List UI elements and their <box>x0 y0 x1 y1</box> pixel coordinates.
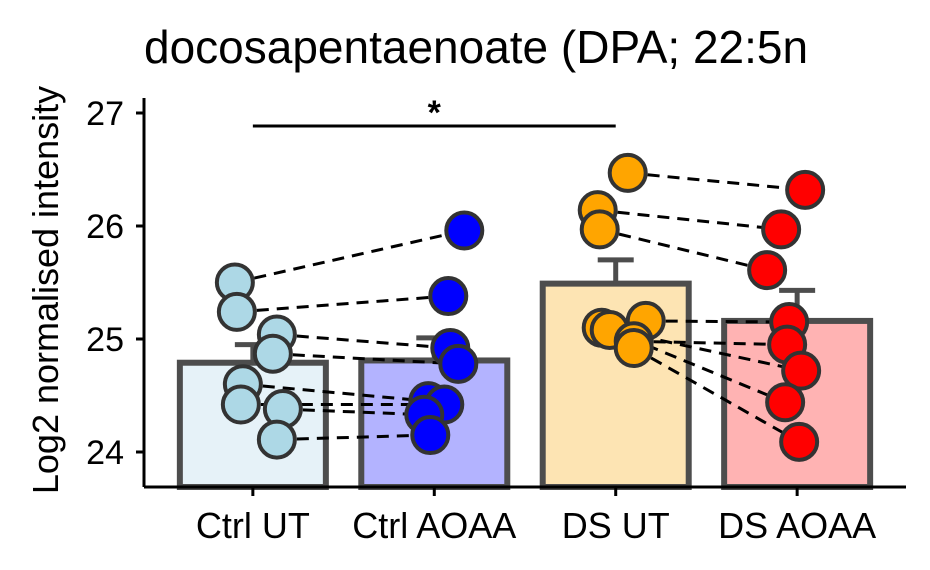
data-point <box>256 419 297 460</box>
pair-line <box>276 332 451 350</box>
y-tick-label: 26 <box>86 208 124 246</box>
x-tick-label: Ctrl UT <box>196 505 310 546</box>
pair-line <box>282 407 425 417</box>
y-axis-label: Log2 normalised intensity <box>25 86 66 494</box>
data-point <box>579 209 620 250</box>
pair-line <box>234 229 465 284</box>
pair-line <box>633 339 788 347</box>
data-point <box>216 291 257 332</box>
x-tick-label: Ctrl AOAA <box>352 505 516 546</box>
data-point <box>765 382 806 423</box>
pair-line <box>276 433 431 442</box>
points-layer <box>214 152 826 462</box>
significance-label: * <box>428 94 442 132</box>
data-point <box>785 169 826 210</box>
data-point <box>779 421 820 462</box>
data-point <box>761 209 802 250</box>
y-ticks: 24 25 26 27 <box>86 95 144 472</box>
x-tick-label: DS AOAA <box>718 505 876 546</box>
data-point <box>613 328 654 369</box>
pair-line <box>236 294 449 314</box>
data-point <box>444 210 485 251</box>
y-tick-label: 25 <box>86 321 124 359</box>
significance-layer: * <box>252 94 616 132</box>
pair-line <box>645 319 790 324</box>
data-point <box>410 415 451 456</box>
data-point <box>428 276 469 317</box>
data-point <box>438 343 479 384</box>
data-point <box>607 152 648 193</box>
pair-line <box>632 346 800 444</box>
y-tick-label: 27 <box>86 95 124 133</box>
pair-line <box>599 227 768 272</box>
y-tick-label: 24 <box>86 434 124 472</box>
pair-line <box>272 352 459 366</box>
axes <box>142 98 906 489</box>
data-point <box>220 384 261 425</box>
pair-line <box>242 382 429 403</box>
data-point <box>747 250 788 291</box>
x-tick-label: DS UT <box>562 505 670 546</box>
pair-line <box>601 326 802 373</box>
data-point <box>252 333 293 374</box>
data-point <box>781 350 822 391</box>
pair-line <box>597 208 782 231</box>
chart-title: docosapentaenoate (DPA; 22:5n <box>144 21 808 73</box>
pair-line <box>627 171 806 192</box>
x-ticks: Ctrl UT Ctrl AOAA DS UT DS AOAA <box>196 487 876 546</box>
